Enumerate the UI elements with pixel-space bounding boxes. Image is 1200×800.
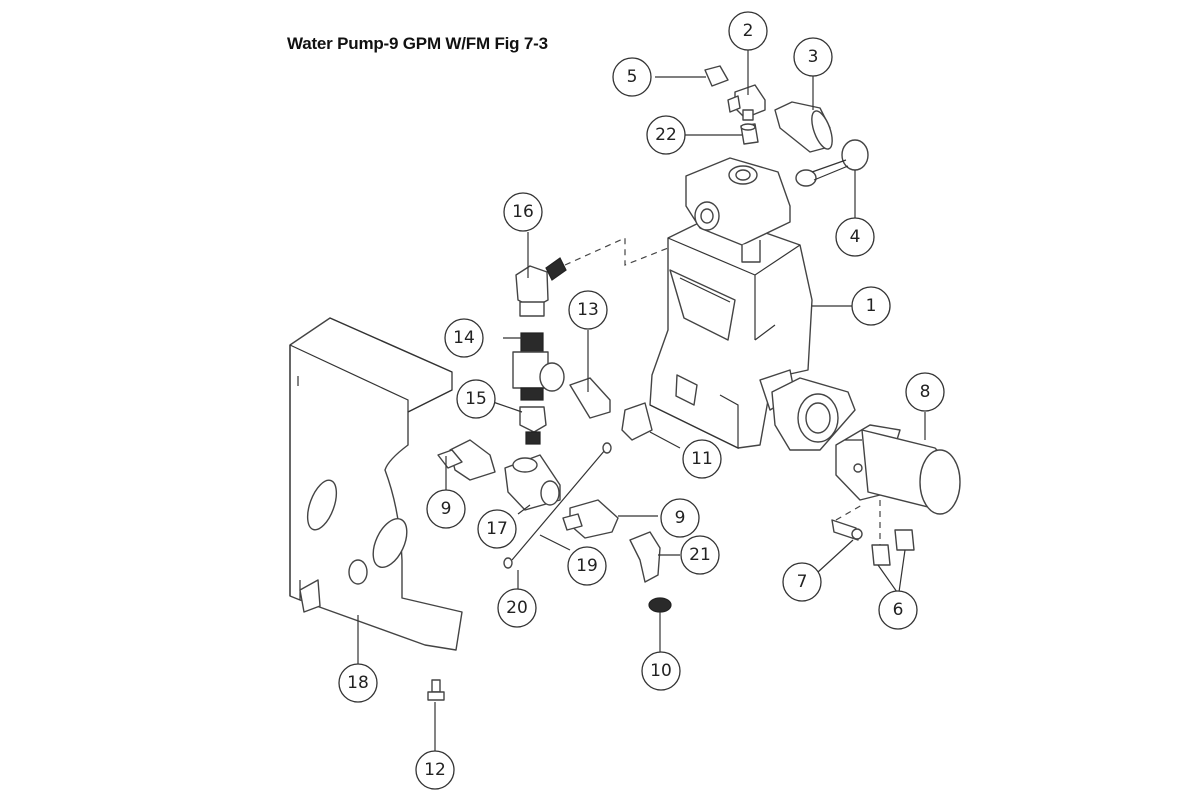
callout-22: 22 xyxy=(646,115,686,155)
svg-text:3: 3 xyxy=(808,47,819,67)
svg-text:6: 6 xyxy=(893,600,904,620)
svg-text:19: 19 xyxy=(576,556,598,576)
leader-lines xyxy=(357,47,926,752)
flow-meter-motor xyxy=(835,424,961,515)
bracket-plate xyxy=(289,317,463,651)
ball-valve-right xyxy=(562,499,619,539)
svg-text:21: 21 xyxy=(689,545,711,565)
svg-text:20: 20 xyxy=(506,598,528,618)
svg-text:12: 12 xyxy=(424,760,446,780)
svg-text:10: 10 xyxy=(650,661,672,681)
street-tee xyxy=(504,454,561,511)
outlet-flange xyxy=(771,377,856,451)
callout-13: 13 xyxy=(568,290,608,330)
svg-text:22: 22 xyxy=(655,125,677,145)
callout-16: 16 xyxy=(503,192,543,232)
svg-text:7: 7 xyxy=(797,572,808,592)
reducer-bushing xyxy=(519,406,547,445)
hose-barb xyxy=(569,377,611,419)
cap-screw xyxy=(831,519,863,541)
callout-20: 20 xyxy=(497,588,537,628)
svg-text:5: 5 xyxy=(627,67,638,87)
quick-coupler xyxy=(774,101,833,153)
callout-2: 2 xyxy=(728,11,768,51)
svg-text:4: 4 xyxy=(850,227,861,247)
ball-valve-left xyxy=(437,439,496,481)
callout-8: 8 xyxy=(905,372,945,412)
callout-12: 12 xyxy=(415,750,455,790)
svg-text:9: 9 xyxy=(675,508,686,528)
elbow-fitting xyxy=(515,257,567,317)
callout-14: 14 xyxy=(444,318,484,358)
pump-head xyxy=(685,157,791,263)
svg-text:9: 9 xyxy=(441,499,452,519)
svg-text:1: 1 xyxy=(866,296,877,316)
adapter-fitting xyxy=(704,65,729,87)
hose-clamp xyxy=(648,597,672,613)
callout-11: 11 xyxy=(682,439,722,479)
svg-text:2: 2 xyxy=(743,21,754,41)
svg-text:17: 17 xyxy=(486,519,508,539)
bushing xyxy=(740,123,759,145)
tee-nipple xyxy=(512,332,565,401)
callout-9-right: 9 xyxy=(660,498,700,538)
figure-title: Water Pump-9 GPM W/FM Fig 7-3 xyxy=(287,34,548,53)
callout-19: 19 xyxy=(567,546,607,586)
callout-6: 6 xyxy=(878,590,918,630)
callout-21: 21 xyxy=(680,535,720,575)
callout-9-left: 9 xyxy=(426,489,466,529)
lanyard-cable xyxy=(503,442,612,569)
svg-text:11: 11 xyxy=(691,449,713,469)
svg-text:8: 8 xyxy=(920,382,931,402)
bolt xyxy=(427,679,445,701)
cap-and-oring xyxy=(795,139,869,187)
callout-17: 17 xyxy=(477,509,517,549)
callout-7: 7 xyxy=(782,562,822,602)
callout-4: 4 xyxy=(835,217,875,257)
tee-fitting xyxy=(727,84,766,121)
svg-text:13: 13 xyxy=(577,300,599,320)
straight-fittings xyxy=(871,529,915,566)
callout-3: 3 xyxy=(793,37,833,77)
callout-5: 5 xyxy=(612,57,652,97)
svg-text:15: 15 xyxy=(465,389,487,409)
connector-clip xyxy=(621,402,653,441)
elbow-barb xyxy=(629,531,661,583)
callout-1: 1 xyxy=(851,286,891,326)
svg-text:14: 14 xyxy=(453,328,475,348)
callout-15: 15 xyxy=(456,379,496,419)
svg-text:18: 18 xyxy=(347,673,369,693)
callout-18: 18 xyxy=(338,663,378,703)
callout-10: 10 xyxy=(641,651,681,691)
svg-text:16: 16 xyxy=(512,202,534,222)
